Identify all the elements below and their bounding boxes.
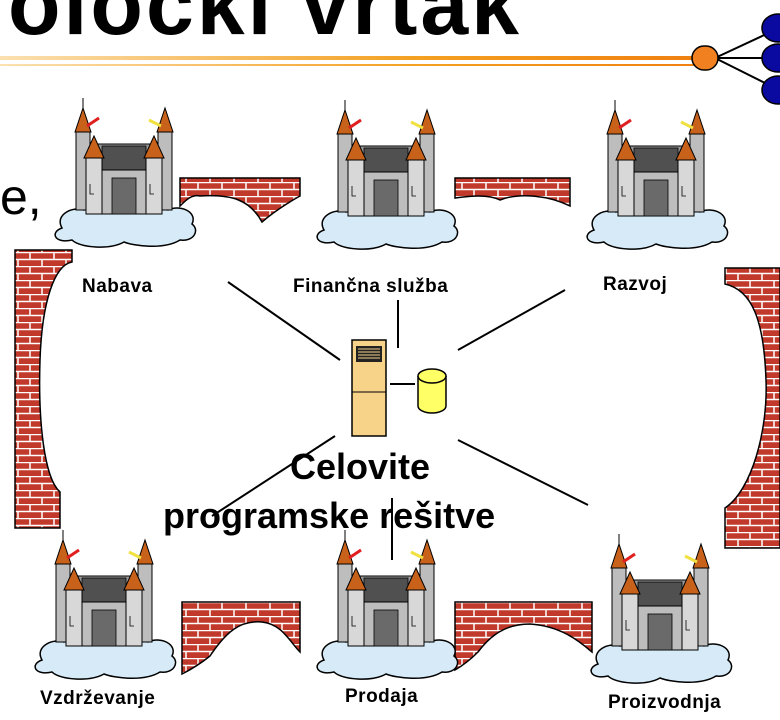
label-financna-sluzba: Finančna služba [293, 276, 449, 297]
network-nodes-icon [691, 13, 780, 105]
castle-icon-vzdrzevanje [33, 528, 178, 681]
castle-icon-prodaja [315, 528, 460, 681]
castle-icon-financna [315, 98, 460, 251]
castle-icon-proizvodnja [589, 532, 734, 685]
server-icon [351, 339, 387, 437]
label-nabava: Nabava [82, 276, 153, 297]
center-title-line1: Celovite [290, 446, 431, 487]
brick-wall [14, 177, 780, 676]
label-proizvodnja: Proizvodnja [608, 692, 722, 713]
castle-icon-razvoj [585, 98, 730, 251]
castle-icon-nabava [53, 96, 198, 249]
slide-text-fragment: e, [0, 169, 42, 225]
slide-title-fragment: olocki vrtak [8, 0, 522, 53]
connector-lines [211, 281, 589, 560]
title-accent-bar [0, 56, 700, 66]
label-vzdrzevanje: Vzdrževanje [40, 688, 156, 709]
database-icon [390, 368, 447, 414]
label-prodaja: Prodaja [345, 686, 419, 707]
label-razvoj: Razvoj [603, 274, 668, 295]
center-title-line2: programske rešitve [163, 495, 496, 536]
